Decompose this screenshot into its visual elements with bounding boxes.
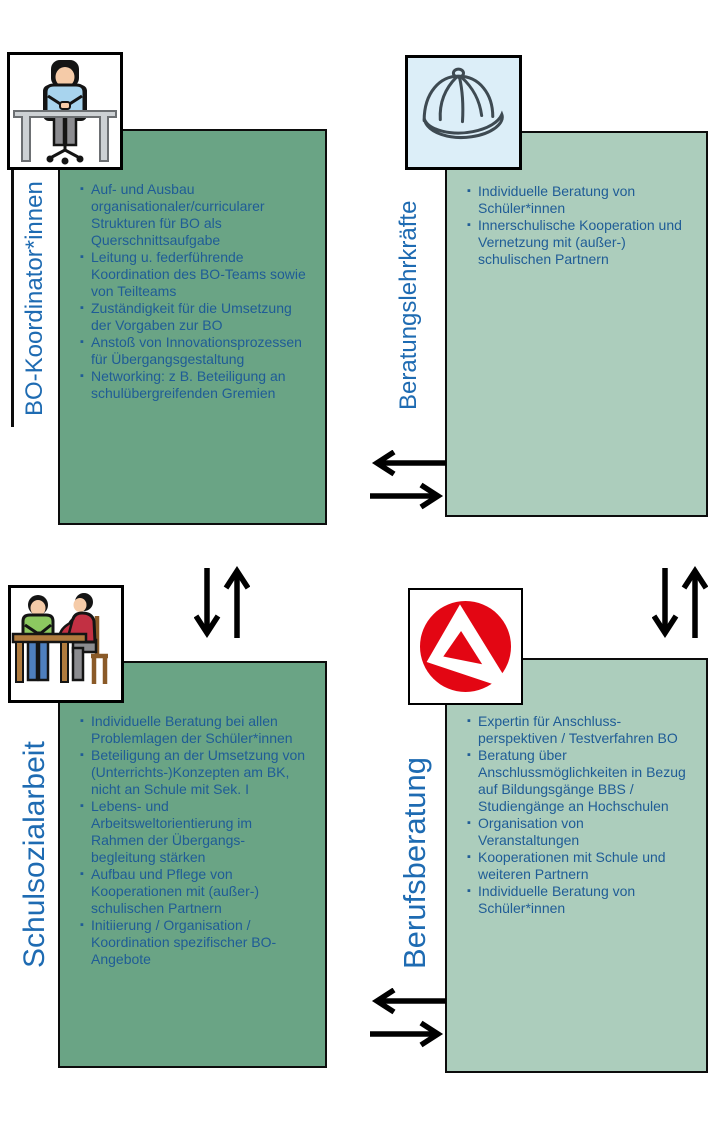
quadrant-label-beratungslehrkraefte: Beratungslehrkräfte	[395, 200, 422, 410]
bullet-item: Anstoß von Innovationsprozessen für Über…	[80, 334, 306, 368]
two-people-at-table-icon	[8, 585, 124, 703]
bullet-item: Individuelle Beratung bei allen Probleml…	[80, 713, 306, 747]
person-at-desk-icon	[7, 52, 123, 170]
exchange-arrows-horizontal-bottom-icon	[366, 988, 450, 1048]
exchange-arrows-vertical-left-icon	[194, 564, 250, 642]
bullet-item: Initiierung / Organisation / Koordinatio…	[80, 917, 306, 968]
quadrant-label-berufsberatung: Berufsberatung	[397, 757, 432, 969]
bullet-item: Auf- und Ausbau organisationaler/curricu…	[80, 181, 306, 249]
bullet-item: Individuelle Beratung von Schüler*innen	[467, 883, 687, 917]
bullet-list: Individuelle Beratung von Schüler*innenI…	[447, 133, 706, 268]
content-box-beratungslehrkraefte: Individuelle Beratung von Schüler*innenI…	[445, 131, 708, 517]
bullet-item: Lebens- und Arbeitsweltorientierung im R…	[80, 798, 306, 866]
exchange-arrows-horizontal-top-icon	[366, 450, 450, 510]
bullet-list: Individuelle Beratung bei allen Probleml…	[60, 663, 325, 968]
bullet-item: Individuelle Beratung von Schüler*innen	[467, 183, 687, 217]
vertical-connector-line	[11, 170, 14, 427]
bullet-item: Aufbau und Pflege von Kooperationen mit …	[80, 866, 306, 917]
bullet-item: Innerschulische Kooperation und Vernetzu…	[467, 217, 687, 268]
bullet-item: Networking: z B. Beteiligung an schulübe…	[80, 368, 306, 402]
quadrant-label-bo-koordinatorinnen: BO-Koordinator*innen	[21, 181, 48, 417]
bullet-list: Expertin für Anschluss-perspektiven / Te…	[447, 660, 706, 917]
bullet-list: Auf- und Ausbau organisationaler/curricu…	[60, 131, 325, 402]
content-box-berufsberatung: Expertin für Anschluss-perspektiven / Te…	[445, 658, 708, 1073]
bullet-item: Beratung über Anschlussmöglichkeiten in …	[467, 747, 687, 815]
content-box-bo-koordinatorinnen: Auf- und Ausbau organisationaler/curricu…	[58, 129, 327, 525]
exchange-arrows-vertical-right-icon	[652, 564, 708, 642]
bullet-item: Organisation von Veranstaltungen	[467, 815, 687, 849]
bullet-item: Beteiligung an der Umsetzung von (Unterr…	[80, 747, 306, 798]
quadrant-label-schulsozialarbeit: Schulsozialarbeit	[18, 741, 51, 969]
bullet-item: Kooperationen mit Schule und weiteren Pa…	[467, 849, 687, 883]
cap-icon	[405, 55, 522, 170]
bullet-item: Zuständigkeit für die Umsetzung der Vorg…	[80, 300, 306, 334]
bullet-item: Leitung u. federführende Koordination de…	[80, 249, 306, 300]
agentur-fuer-arbeit-logo-icon	[408, 588, 523, 705]
content-box-schulsozialarbeit: Individuelle Beratung bei allen Probleml…	[58, 661, 327, 1068]
bullet-item: Expertin für Anschluss-perspektiven / Te…	[467, 713, 687, 747]
